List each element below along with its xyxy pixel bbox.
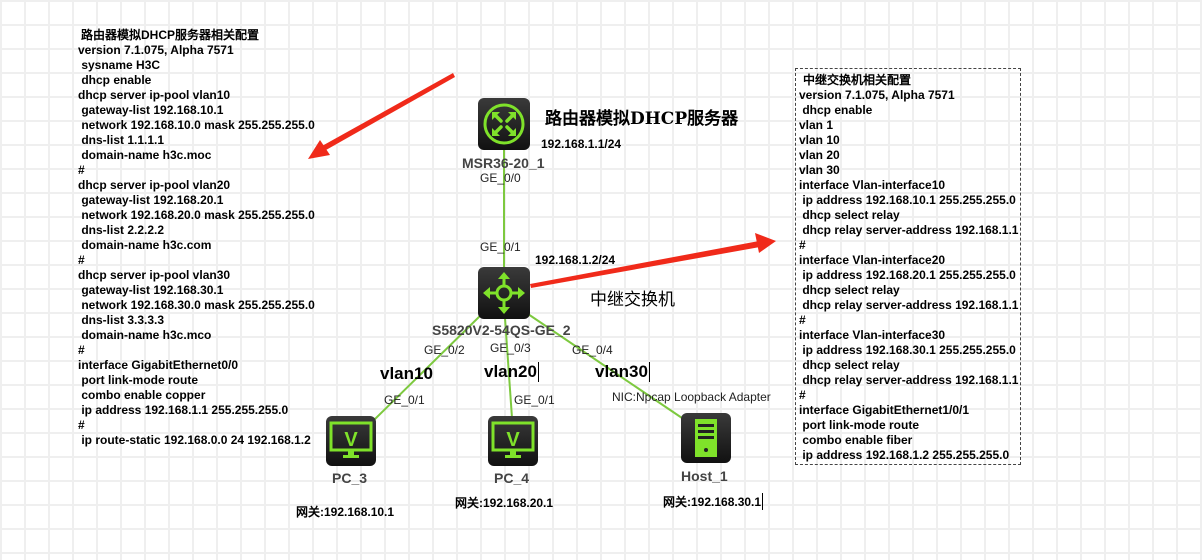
pc3-name: PC_3: [332, 470, 368, 486]
switch-port-pc4: GE_0/3: [490, 341, 531, 355]
red-arrow-router: [308, 73, 455, 159]
host1-device[interactable]: [681, 413, 731, 463]
config-line: #: [78, 163, 85, 177]
config-line: combo enable fiber: [799, 433, 913, 447]
pc3-gateway: 网关:192.168.10.1: [296, 505, 395, 519]
config-line: #: [799, 238, 806, 252]
config-line: ip address 192.168.1.1 255.255.255.0: [78, 403, 289, 417]
pc4-name: PC_4: [494, 470, 530, 486]
config-line: ip address 192.168.1.2 255.255.255.0: [799, 448, 1010, 462]
pc3-port: GE_0/1: [384, 393, 425, 407]
router-config-text: 路由器模拟DHCP服务器相关配置 version 7.1.075, Alpha …: [78, 28, 315, 447]
config-line: interface Vlan-interface30: [799, 328, 946, 342]
config-line: dhcp relay server-address 192.168.1.1: [799, 223, 1019, 237]
vlan10-label: vlan10: [380, 364, 433, 383]
svg-text:V: V: [506, 429, 520, 451]
host1-gateway: 网关:192.168.30.1: [663, 493, 764, 510]
switch-ip: 192.168.1.2/24: [535, 253, 616, 267]
link-switch-pc3: [373, 313, 483, 421]
vlan30-label: vlan30: [595, 362, 650, 382]
config-line: dhcp select relay: [799, 283, 900, 297]
config-line: interface Vlan-interface10: [799, 178, 946, 192]
config-line: network 192.168.30.0 mask 255.255.255.0: [78, 298, 315, 312]
config-line: network 192.168.10.0 mask 255.255.255.0: [78, 118, 315, 132]
router-device[interactable]: [478, 98, 530, 150]
switch-caption: 中继交换机: [590, 290, 675, 310]
config-line: domain-name h3c.moc: [78, 148, 212, 162]
switch-icon: [483, 272, 525, 314]
config-line: ip address 192.168.10.1 255.255.255.0: [799, 193, 1016, 207]
config-line: version 7.1.075, Alpha 7571: [78, 43, 234, 57]
config-line: interface GigabitEthernet0/0: [78, 358, 239, 372]
config-line: dhcp enable: [78, 73, 152, 87]
switch-port-host: GE_0/4: [572, 343, 613, 357]
pc4-device[interactable]: V: [488, 416, 538, 466]
router-ip: 192.168.1.1/24: [541, 137, 622, 151]
config-line: gateway-list 192.168.20.1: [78, 193, 224, 207]
config-line: #: [78, 343, 85, 357]
router-caption: 路由器模拟DHCP服务器: [545, 109, 739, 129]
switch-device[interactable]: [478, 267, 530, 319]
config-line: dns-list 2.2.2.2: [78, 223, 165, 237]
pc4-port: GE_0/1: [514, 393, 555, 407]
pc4-gateway: 网关:192.168.20.1: [455, 496, 554, 510]
config-line: version 7.1.075, Alpha 7571: [799, 88, 955, 102]
svg-text:V: V: [344, 429, 358, 451]
host1-name: Host_1: [681, 468, 728, 484]
config-line: dhcp relay server-address 192.168.1.1: [799, 373, 1019, 387]
config-line: combo enable copper: [78, 388, 206, 402]
switch-name: S5820V2-54QS-GE_2: [432, 322, 571, 338]
switch-config-title: 中继交换机相关配置: [803, 73, 912, 87]
config-line: dns-list 1.1.1.1: [78, 133, 165, 147]
link-switch-pc4: [504, 317, 513, 419]
config-line: gateway-list 192.168.30.1: [78, 283, 224, 297]
config-line: sysname H3C: [78, 58, 161, 72]
router-port: GE_0/0: [480, 171, 521, 185]
config-line: #: [78, 418, 85, 432]
config-line: port link-mode route: [799, 418, 919, 432]
config-line: gateway-list 192.168.10.1: [78, 103, 224, 117]
config-line: #: [799, 388, 806, 402]
config-line: ip address 192.168.20.1 255.255.255.0: [799, 268, 1016, 282]
config-line: dhcp server ip-pool vlan10: [78, 88, 231, 102]
server-icon: [695, 419, 717, 457]
pc-monitor-icon: V: [491, 421, 535, 458]
config-line: interface Vlan-interface20: [799, 253, 946, 267]
config-line: dhcp select relay: [799, 208, 900, 222]
host1-nic: NIC:Npcap Loopback Adapter: [612, 390, 771, 404]
switch-port-pc3: GE_0/2: [424, 343, 465, 357]
config-line: domain-name h3c.com: [78, 238, 212, 252]
config-line: vlan 20: [799, 148, 840, 162]
router-name: MSR36-20_1: [462, 155, 545, 171]
config-line: dhcp relay server-address 192.168.1.1: [799, 298, 1019, 312]
config-line: network 192.168.20.0 mask 255.255.255.0: [78, 208, 315, 222]
config-line: #: [78, 253, 85, 267]
config-line: domain-name h3c.mco: [78, 328, 212, 342]
config-line: vlan 1: [799, 118, 834, 132]
config-line: vlan 30: [799, 163, 840, 177]
link-switch-host1: [527, 313, 683, 419]
config-line: port link-mode route: [78, 373, 198, 387]
config-line: dhcp server ip-pool vlan20: [78, 178, 231, 192]
config-line: ip address 192.168.30.1 255.255.255.0: [799, 343, 1016, 357]
config-line: dhcp server ip-pool vlan30: [78, 268, 231, 282]
pc3-device[interactable]: V: [326, 416, 376, 466]
config-line: dns-list 3.3.3.3: [78, 313, 165, 327]
config-line: dhcp select relay: [799, 358, 900, 372]
pc-monitor-icon: V: [329, 421, 373, 458]
config-line: #: [799, 313, 806, 327]
switch-config-box: 中继交换机相关配置 version 7.1.075, Alpha 7571 dh…: [795, 68, 1021, 465]
config-line: interface GigabitEthernet1/0/1: [799, 403, 970, 417]
vlan20-label: vlan20: [484, 362, 539, 382]
router-icon: [483, 103, 525, 145]
config-line: dhcp enable: [799, 103, 873, 117]
red-arrow-switch: [530, 233, 776, 288]
router-config-title: 路由器模拟DHCP服务器相关配置: [81, 28, 260, 42]
switch-port-up: GE_0/1: [480, 240, 521, 254]
config-line: vlan 10: [799, 133, 840, 147]
config-line: ip route-static 192.168.0.0 24 192.168.1…: [78, 433, 311, 447]
